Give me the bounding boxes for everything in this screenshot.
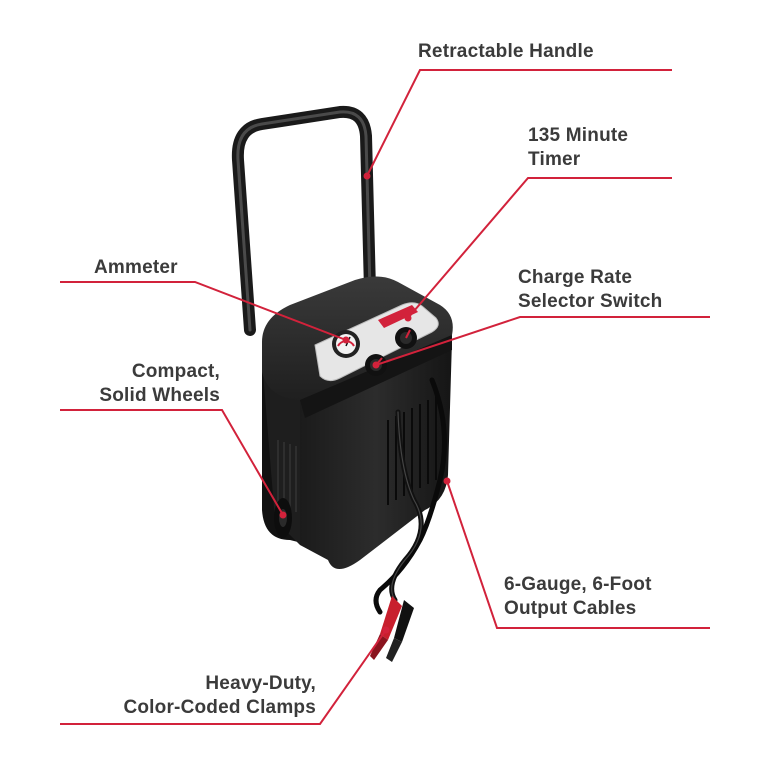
ammeter-label: Ammeter [94,256,178,280]
label-line: Heavy-Duty, [205,673,316,694]
handle-leader [366,69,672,177]
label-line: Charge Rate [518,267,633,288]
label-line: Solid Wheels [99,385,220,406]
label-line: Retractable Handle [418,41,594,62]
retractable-handle [231,105,376,336]
retractable-handle-label: Retractable Handle [418,40,594,64]
callout-leaders [60,69,710,725]
cables-leader [446,480,710,629]
label-line: Color-Coded Clamps [123,697,316,718]
clamps-label: Heavy-Duty, Color-Coded Clamps [96,672,316,720]
timer-label: 135 Minute Timer [528,124,628,172]
charge-rate-label: Charge Rate Selector Switch [518,266,663,314]
label-line: Output Cables [504,598,637,619]
timer-leader [407,177,672,319]
callout-dots [279,172,451,634]
color-coded-clamps [370,596,414,662]
wheels-leader [60,409,284,516]
clamps-leader [60,629,387,725]
ammeter-dial [332,330,360,358]
label-line: Selector Switch [518,291,663,312]
label-line: 135 Minute [528,125,629,146]
label-line: Compact, [131,361,220,382]
rate-selector-leader [375,316,710,366]
label-line: Timer [528,149,581,170]
timer-knob [395,327,417,349]
ammeter-leader [60,281,347,341]
output-cables [373,377,447,615]
label-line: 6-Gauge, 6-Foot [504,574,652,595]
wheels-label: Compact, Solid Wheels [82,360,220,408]
control-panel [314,302,439,382]
cables-label: 6-Gauge, 6-Foot Output Cables [504,573,652,621]
label-line: Ammeter [94,257,178,278]
